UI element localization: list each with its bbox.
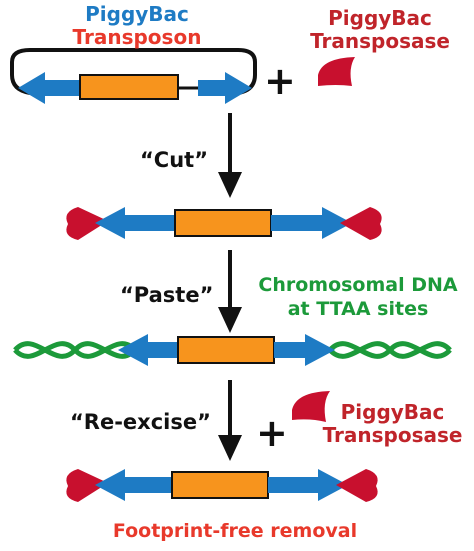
chromosomal-dna-strand-b [328, 341, 452, 359]
integrated-transposon [13, 334, 452, 366]
down-arrow-reexcise [218, 380, 242, 461]
down-arrow-cut [218, 113, 242, 198]
step-paste-label: “Paste” [120, 283, 214, 307]
transposon-label-line2: Transposon [72, 25, 202, 49]
left-terminal-arrow [118, 334, 178, 366]
transposase-left-end [66, 469, 108, 502]
chromosomal-dna-label: Chromosomal DNA at TTAA sites [258, 276, 458, 319]
cargo-gene [79, 74, 179, 100]
reexcised-transposon [66, 469, 378, 502]
left-terminal-arrow [95, 469, 172, 501]
transposase-label-top-line2: Transposase [310, 29, 450, 53]
plasmid-backbone [10, 48, 257, 95]
right-terminal-arrow [268, 469, 348, 501]
transposon-label-line1: PiggyBac [85, 2, 189, 26]
cargo-gene [171, 471, 269, 499]
transposase-label-bottom: PiggyBac Transposase [320, 402, 465, 445]
step-reexcise-label: “Re-excise” [70, 410, 211, 434]
transposase-label-bottom-line2: Transposase [322, 423, 463, 447]
transposon-label: PiggyBac Transposon [52, 4, 222, 47]
transposase-label-top-line1: PiggyBac [328, 6, 432, 30]
right-terminal-arrow [198, 72, 252, 104]
plus-sign-bottom: + [256, 411, 288, 455]
chromosomal-dna-label-line1: Chromosomal DNA [258, 274, 458, 296]
right-terminal-arrow [274, 334, 335, 366]
transposase-right-end [336, 469, 378, 502]
left-terminal-arrow [18, 72, 80, 104]
transposon-construct [10, 48, 257, 104]
transposase-right-end [340, 207, 382, 240]
step-cut-label: “Cut” [140, 148, 209, 172]
transposase-left-end [66, 207, 108, 240]
footer-label: Footprint-free removal [112, 520, 358, 542]
plus-sign-top: + [264, 59, 296, 103]
left-terminal-arrow [95, 207, 175, 239]
chromosomal-dna-strand-b [13, 341, 137, 359]
right-terminal-arrow [271, 207, 352, 239]
chromosomal-dna-label-line2: at TTAA sites [287, 298, 429, 320]
transposase-label-bottom-line1: PiggyBac [340, 400, 445, 424]
transposase-enzyme-bottom [292, 391, 330, 422]
transposase-enzyme-top [318, 57, 355, 86]
transposase-label-top: PiggyBac Transposase [300, 8, 460, 51]
excised-transposon [66, 207, 382, 240]
cargo-gene [174, 209, 272, 237]
down-arrow-paste [218, 250, 242, 333]
cargo-gene [177, 336, 275, 364]
